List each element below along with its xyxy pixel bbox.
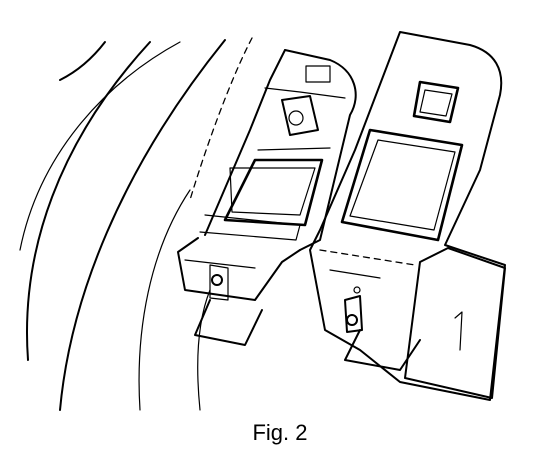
right-panel <box>309 31 506 401</box>
left-unit <box>177 49 357 346</box>
figure-caption: Fig. 2 <box>252 420 308 445</box>
housing-arcs <box>19 37 253 411</box>
line-drawing <box>19 31 506 411</box>
